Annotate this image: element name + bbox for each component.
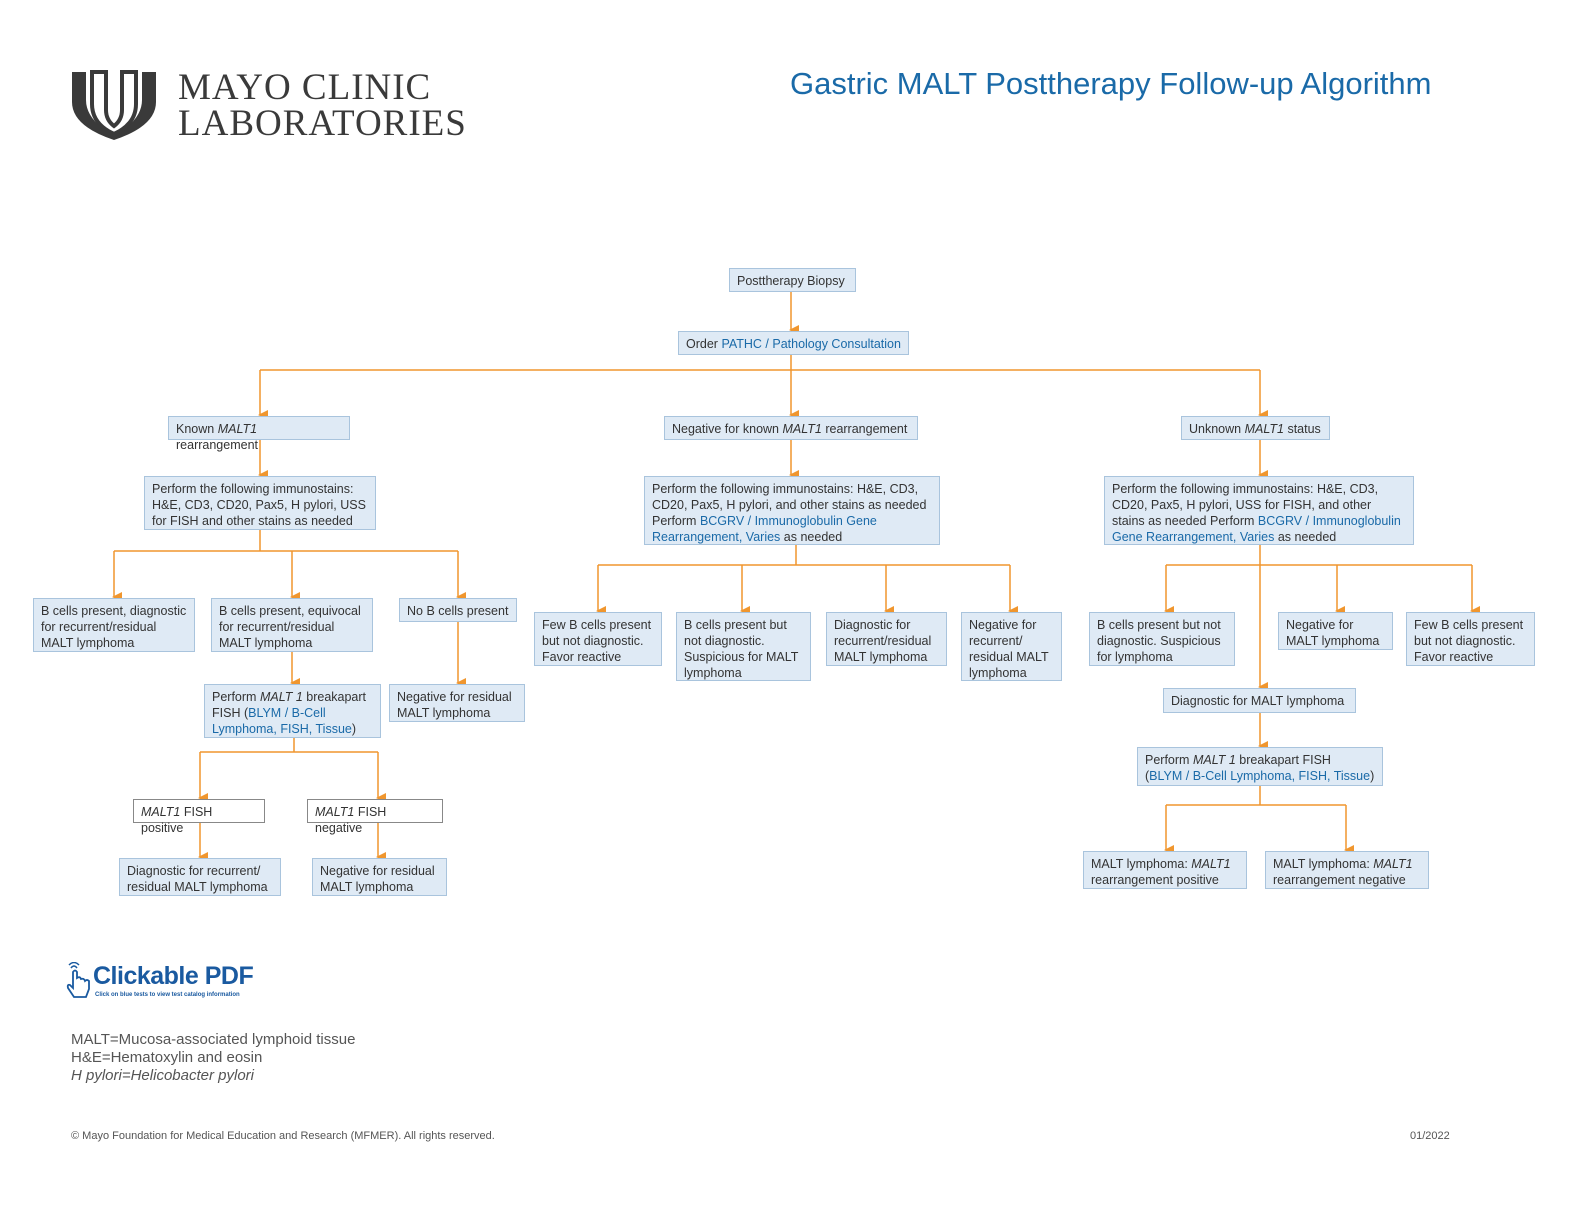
negative-known-malt1-box: Negative for known MALT1 rearrangement (664, 416, 918, 440)
right-immuno-post: as needed (1274, 530, 1337, 544)
negknown-pre: Negative for known (672, 422, 783, 436)
rfish-em: MALT 1 (1192, 753, 1236, 767)
publication-date: 01/2022 (1410, 1130, 1450, 1142)
lfish-blym-link[interactable]: BLYM / B-Cell Lymphoma, FISH, Tissue (212, 706, 352, 736)
right-negative-box: Negative for MALT lymphoma (1278, 612, 1393, 650)
page-title: Gastric MALT Posttherapy Follow-up Algor… (790, 66, 1432, 101)
right-malt1-fish-box: Perform MALT 1 breakapart FISH (BLYM / B-… (1137, 747, 1383, 786)
rneg-em: MALT1 (1373, 857, 1413, 871)
pointing-hand-icon (66, 961, 90, 998)
negknown-post: rearrangement (821, 422, 908, 436)
lfish-pre: Perform (212, 690, 260, 704)
left-diagnostic-box: B cells present, diagnostic for recurren… (33, 598, 195, 652)
clickable-pdf-title: Clickable PDF (93, 962, 254, 990)
lfish-post: ) (351, 722, 357, 736)
unknown-post: status (1283, 422, 1321, 436)
lfish-mid: breakapart FISH ( (212, 690, 367, 720)
abbr-malt: MALT=Mucosa-associated lymphoid tissue (71, 1031, 356, 1048)
rneg-post: rearrangement negative (1273, 873, 1406, 887)
logo-line1: MAYO CLINIC (178, 67, 432, 108)
abbreviations: MALT=Mucosa-associated lymphoid tissue H… (71, 1031, 355, 1085)
fishneg-em: MALT1 (315, 805, 355, 819)
mid-bcgrv-link[interactable]: BCGRV / Immunoglobulin Gene Rearrangemen… (652, 514, 877, 544)
middle-diagnostic-box: Diagnostic for recurrent/residual MALT l… (826, 612, 947, 666)
right-immunostains-box: Perform the following immunostains: H&E,… (1104, 476, 1414, 545)
right-suspicious-box: B cells present but not diagnostic. Susp… (1089, 612, 1235, 666)
logo-line2: LABORATORIES (178, 103, 467, 144)
fishpos-post: FISH positive (141, 805, 213, 835)
right-immuno-text: Perform the following immunostains: H&E,… (1112, 482, 1379, 528)
posttherapy-biopsy-box: Posttherapy Biopsy (729, 268, 856, 292)
rfish-blym-link[interactable]: BLYM / B-Cell Lymphoma, FISH, Tissue (1149, 769, 1371, 783)
rfish-close-paren: ) (1370, 769, 1375, 783)
clickable-pdf-badge: Clickable PDF Click on blue tests to vie… (66, 961, 266, 1004)
middle-negative-box: Negative for recurrent/ residual MALT ly… (961, 612, 1062, 681)
clickable-pdf-subtitle: Click on blue tests to view test catalog… (95, 992, 240, 998)
order-pathology-box: Order PATHC / Pathology Consultation (678, 331, 909, 355)
right-few-b-cells-box: Few B cells present but not diagnostic. … (1406, 612, 1535, 666)
order-prefix: Order (686, 337, 722, 351)
negknown-em: MALT1 (782, 422, 822, 436)
rfish-open-paren: ( (1145, 769, 1150, 783)
mayo-shield-icon (72, 70, 156, 140)
abbr-hpylori: H pylori=Helicobacter pylori (71, 1067, 254, 1084)
lfish-em: MALT 1 (259, 690, 303, 704)
left-negative-residual-box: Negative for residual MALT lymphoma (389, 684, 525, 722)
copyright: © Mayo Foundation for Medical Education … (71, 1130, 495, 1142)
rfish-pre: Perform (1145, 753, 1193, 767)
left-immunostains-box: Perform the following immunostains: H&E,… (144, 476, 376, 530)
rpos-em: MALT1 (1191, 857, 1231, 871)
left-no-b-cells-box: No B cells present (399, 598, 517, 622)
middle-immunostains-box: Perform the following immunostains: H&E,… (644, 476, 940, 545)
fishneg-post: FISH negative (315, 805, 387, 835)
rneg-pre: MALT lymphoma: (1273, 857, 1374, 871)
rearrangement-positive-box: MALT lymphoma: MALT1 rearrangement posit… (1083, 851, 1247, 889)
left-malt1-fish-box: Perform MALT 1 breakapart FISH (BLYM / B… (204, 684, 381, 738)
left-equivocal-box: B cells present, equivocal for recurrent… (211, 598, 373, 652)
fishpos-em: MALT1 (141, 805, 181, 819)
unknown-malt1-box: Unknown MALT1 status (1181, 416, 1330, 440)
known-post: rearrangement (176, 438, 258, 452)
known-malt1-box: Known MALT1 rearrangement (168, 416, 350, 452)
middle-few-b-cells-box: Few B cells present but not diagnostic. … (534, 612, 662, 666)
diagnostic-recurrent-box: Diagnostic for recurrent/ residual MALT … (119, 858, 281, 896)
rpos-post: rearrangement positive (1091, 873, 1219, 887)
unknown-pre: Unknown (1189, 422, 1245, 436)
right-diagnostic-box: Diagnostic for MALT lymphoma (1163, 688, 1356, 713)
malt1-fish-positive-box: MALT1 FISH positive (133, 799, 265, 835)
rpos-pre: MALT lymphoma: (1091, 857, 1192, 871)
rfish-mid: breakapart FISH (1235, 753, 1331, 767)
abbr-he: H&E=Hematoxylin and eosin (71, 1049, 263, 1066)
right-bcgrv-link[interactable]: BCGRV / Immunoglobulin Gene Rearrangemen… (1112, 514, 1401, 544)
unknown-em: MALT1 (1244, 422, 1284, 436)
known-pre: Known (176, 422, 218, 436)
mid-immuno-text: Perform the following immunostains: H&E,… (652, 482, 927, 528)
middle-suspicious-box: B cells present but not diagnostic. Susp… (676, 612, 811, 681)
pathc-link[interactable]: PATHC / Pathology Consultation (721, 337, 901, 351)
mid-immuno-post: as needed (780, 530, 843, 544)
rearrangement-negative-box: MALT lymphoma: MALT1 rearrangement negat… (1265, 851, 1429, 889)
negative-residual-box-2: Negative for residual MALT lymphoma (312, 858, 447, 896)
known-em: MALT1 (217, 422, 258, 436)
mayo-clinic-logo: MAYO CLINIC LABORATORIES (70, 67, 470, 145)
malt1-fish-negative-box: MALT1 FISH negative (307, 799, 443, 835)
